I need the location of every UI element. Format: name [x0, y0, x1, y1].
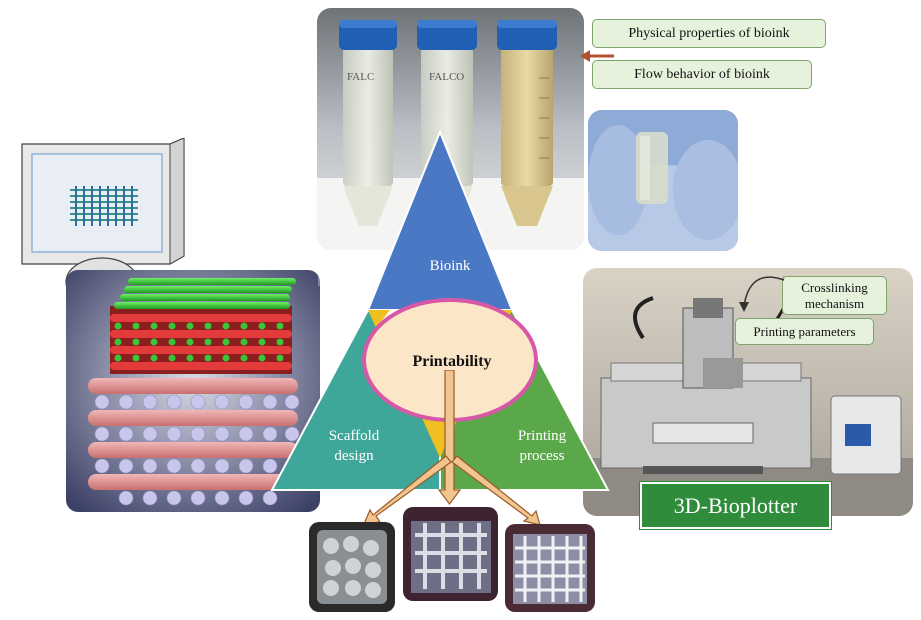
arrow-right [451, 455, 541, 526]
sample-photo-1 [309, 522, 395, 612]
scaffold-3d-illustration [66, 270, 320, 512]
arrow-center [437, 370, 462, 505]
bioink-pointer-arrow [580, 50, 614, 62]
hydrogel-hand-photo [588, 110, 738, 251]
monitor-scaffold-thumbnail [70, 186, 138, 226]
tube-1 [339, 20, 397, 226]
tube-3 [497, 20, 557, 226]
sample-photo-2 [403, 507, 498, 601]
control-unit [830, 395, 902, 475]
scaffold-label-line2: design [334, 448, 374, 464]
scaffold-base-layers [88, 378, 300, 506]
crosslinking-line1: Crosslinking [801, 279, 868, 295]
bioink-label: Bioink [430, 258, 471, 274]
sample-arrows [363, 370, 541, 526]
flow-behavior-label: Flow behavior of bioink [592, 60, 812, 89]
bioplotter-machine [600, 298, 812, 474]
crosslinking-line2: mechanism [804, 295, 865, 311]
physical-properties-label: Physical properties of bioink [592, 19, 826, 48]
crosslinking-arrow [739, 276, 785, 312]
bioink-section [366, 129, 514, 311]
tube-1-brand: FALC [347, 71, 374, 83]
tubes-photo: FALCO FALC [317, 8, 584, 250]
scaffold-top-block [110, 278, 296, 374]
printability-triangle: Bioink Scaffold design Printing process … [270, 129, 610, 491]
printing-parameters-label: Printing parameters [735, 318, 874, 345]
sample-photo-3 [505, 524, 595, 612]
process-label-line2: process [520, 448, 565, 464]
yellow-accent-left [368, 310, 390, 328]
bioplotter-label: 3D-Bioplotter [640, 482, 831, 529]
tube-2-brand: FALCO [429, 71, 464, 83]
printability-label: Printability [412, 353, 491, 370]
process-label-line1: Printing [518, 428, 567, 444]
crosslinking-label: Crosslinking mechanism [782, 276, 887, 315]
scaffold-label-line1: Scaffold [329, 428, 380, 444]
